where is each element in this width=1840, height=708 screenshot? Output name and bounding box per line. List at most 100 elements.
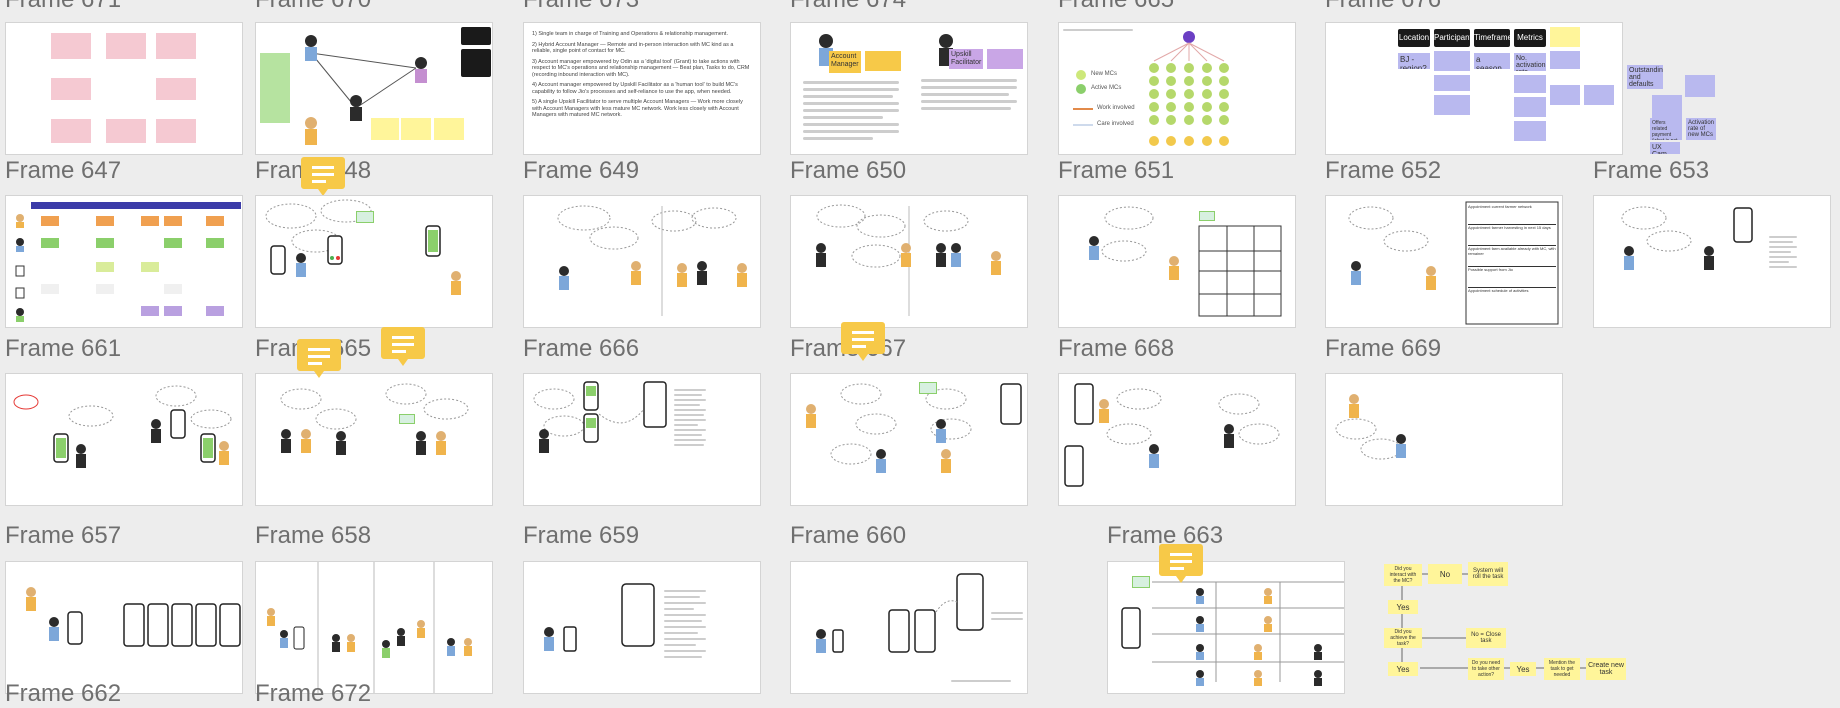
dark-note[interactable] <box>461 27 491 45</box>
frame-label-660[interactable]: Frame 660 <box>790 522 907 549</box>
sticky-note[interactable] <box>206 306 224 316</box>
frame-667[interactable] <box>790 195 1028 328</box>
sticky-note[interactable] <box>1584 85 1614 105</box>
header-timeframe[interactable]: Timeframe <box>1474 29 1512 47</box>
frame-label-658[interactable]: Frame 658 <box>255 522 372 549</box>
flow-yes-2[interactable]: Yes <box>1388 662 1418 676</box>
frame-label-661[interactable]: Frame 661 <box>5 335 122 362</box>
sticky-note[interactable] <box>1514 75 1546 93</box>
frame-label-657[interactable]: Frame 657 <box>5 522 122 549</box>
sticky-note[interactable] <box>51 33 91 59</box>
sticky-note[interactable] <box>1514 97 1546 117</box>
comment-icon[interactable] <box>300 153 346 199</box>
sticky-note[interactable] <box>434 118 464 140</box>
sticky-note[interactable] <box>1550 51 1580 69</box>
comment-icon[interactable] <box>840 318 886 364</box>
frame-673[interactable]: 1) Single team in charge of Training and… <box>523 22 761 155</box>
frame-660[interactable] <box>790 373 1028 506</box>
frame-storyboard-2[interactable] <box>1325 373 1563 506</box>
sticky-note[interactable] <box>41 216 59 226</box>
frame-663-upper[interactable] <box>1058 373 1296 506</box>
sticky-note[interactable] <box>164 284 182 294</box>
sticky-ux-cam[interactable]: UX Cam <box>1650 142 1680 154</box>
sticky-note[interactable] <box>1550 85 1580 105</box>
frame-658[interactable] <box>255 373 493 506</box>
frame-label-651[interactable]: Frame 651 <box>1058 157 1175 184</box>
frame-label-672[interactable]: Frame 672 <box>255 680 372 707</box>
frame-label-668[interactable]: Frame 668 <box>1058 335 1175 362</box>
frame-label-674[interactable]: Frame 674 <box>790 0 906 14</box>
frame-label-662[interactable]: Frame 662 <box>5 680 122 707</box>
frame-label-673[interactable]: Frame 673 <box>523 0 639 14</box>
sticky-note[interactable] <box>1550 27 1580 47</box>
cell-season[interactable]: a season <box>1474 53 1510 69</box>
frame-label-676[interactable]: Frame 676 <box>1325 0 1441 14</box>
header-participants[interactable]: Participants <box>1434 29 1476 47</box>
sticky-note[interactable] <box>156 78 196 100</box>
sticky-note[interactable] <box>1434 95 1470 115</box>
frame-666[interactable] <box>523 195 761 328</box>
frame-668[interactable] <box>1058 195 1296 328</box>
frame-665-diagram[interactable]: New MCs Active MCs Work involved Care in… <box>1058 22 1296 155</box>
frame-label-650[interactable]: Frame 650 <box>790 157 907 184</box>
comment-icon[interactable] <box>296 335 342 381</box>
sticky-offers[interactable]: Offers related payment (what is not in t… <box>1650 118 1682 140</box>
dark-note[interactable] <box>461 49 491 77</box>
frame-671[interactable] <box>5 22 243 155</box>
sticky-note[interactable] <box>206 216 224 226</box>
sticky-note[interactable] <box>1514 121 1546 141</box>
sticky-note[interactable] <box>106 33 146 59</box>
frame-label-671[interactable]: Frame 671 <box>5 0 121 14</box>
sticky-note[interactable] <box>356 211 374 223</box>
cell-activation[interactable]: No. activation rate <box>1514 53 1546 71</box>
frame-label-649[interactable]: Frame 649 <box>523 157 640 184</box>
sticky-note[interactable] <box>164 238 182 248</box>
sticky-note[interactable] <box>41 238 59 248</box>
frame-label-670[interactable]: Frame 670 <box>255 0 371 14</box>
header-location[interactable]: Location <box>1398 29 1430 47</box>
frame-label-647[interactable]: Frame 647 <box>5 157 122 184</box>
sticky-note[interactable] <box>141 306 159 316</box>
sticky-note[interactable] <box>156 33 196 59</box>
frame-phone-list[interactable] <box>523 561 761 694</box>
flow-q-interact[interactable]: Did you interact with the MC? <box>1384 564 1422 586</box>
flow-system-roll[interactable]: System will roll the task <box>1468 562 1508 586</box>
sticky-note[interactable] <box>96 216 114 226</box>
sticky-note[interactable] <box>919 382 937 394</box>
frame-672[interactable] <box>255 561 493 694</box>
frame-662[interactable] <box>5 561 243 694</box>
sticky-note[interactable] <box>141 262 159 272</box>
upskill-facilitator-sticky[interactable]: Upskill Facilitator <box>949 49 983 69</box>
sticky-note[interactable] <box>1199 211 1215 221</box>
frame-663[interactable] <box>1107 561 1345 694</box>
frame-label-659[interactable]: Frame 659 <box>523 522 640 549</box>
frame-669[interactable]: Appointment current farmer network Appoi… <box>1325 195 1563 328</box>
sticky-note[interactable] <box>156 119 196 143</box>
sticky-note[interactable] <box>401 118 431 140</box>
sticky-activation-rate[interactable]: Activation rate of new MCs <box>1686 118 1716 140</box>
flow-create-task[interactable]: Create new task <box>1586 658 1626 680</box>
frame-label-652[interactable]: Frame 652 <box>1325 157 1442 184</box>
sticky-note[interactable] <box>371 118 399 140</box>
sticky-note[interactable] <box>1434 75 1470 91</box>
frame-label-665-top[interactable]: Frame 665 <box>1058 0 1174 14</box>
frame-674[interactable]: Account Manager Upskill Facilitator <box>790 22 1028 155</box>
sticky-note[interactable] <box>51 78 91 100</box>
frame-657[interactable] <box>5 373 243 506</box>
sticky-note[interactable] <box>164 216 182 226</box>
sticky-note[interactable] <box>260 53 290 123</box>
frame-661[interactable] <box>5 195 243 328</box>
frame-label-666[interactable]: Frame 666 <box>523 335 640 362</box>
sticky-note[interactable] <box>1685 75 1715 97</box>
sticky-note[interactable] <box>41 284 59 294</box>
frame-676[interactable]: Location Participants Timeframe Metrics … <box>1325 22 1623 155</box>
flow-yes-1[interactable]: Yes <box>1388 600 1418 614</box>
sticky-note[interactable] <box>51 119 91 143</box>
sticky-note[interactable] <box>96 238 114 248</box>
account-manager-sticky[interactable]: Account Manager <box>829 51 861 73</box>
flow-q-achieve[interactable]: Did you achieve the task? <box>1384 628 1422 648</box>
flow-mention[interactable]: Mention the task to get needed <box>1544 658 1580 680</box>
flow-no[interactable]: No <box>1428 564 1462 584</box>
sticky-note[interactable] <box>1132 576 1150 588</box>
